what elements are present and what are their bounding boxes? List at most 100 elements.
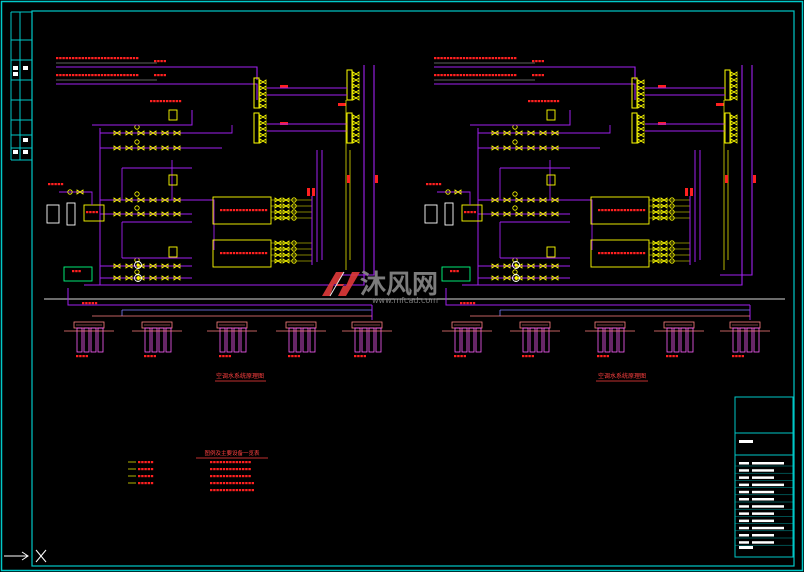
coil-element (680, 327, 687, 353)
coil-element (151, 327, 158, 353)
annotation-glyph (626, 252, 630, 255)
annotation-glyph (51, 183, 54, 186)
valve-icon (274, 209, 282, 215)
equipment-box (168, 174, 178, 186)
valve-icon (637, 132, 645, 138)
valve-icon (730, 71, 738, 77)
valve-icon (660, 252, 668, 258)
annotation-glyph (222, 355, 225, 358)
valve-icon (652, 197, 660, 203)
annotation-glyph (528, 355, 531, 358)
annotation-glyph (544, 100, 547, 103)
red-tag-mark (658, 85, 666, 88)
annotation-glyph (434, 57, 437, 60)
annotation-glyph (601, 209, 604, 212)
annotation-glyph (150, 468, 154, 471)
coil-element (226, 327, 233, 353)
annotation-glyph (129, 57, 132, 60)
valve-icon (730, 77, 738, 83)
annotation-glyph (466, 74, 469, 77)
title-block-text (752, 505, 784, 508)
annotation-glyph (85, 355, 88, 358)
annotation-glyph (116, 57, 120, 60)
annotation-glyph (238, 461, 242, 464)
red-tag-mark (347, 175, 350, 183)
annotation-glyph (159, 100, 162, 103)
annotation-glyph (116, 74, 120, 77)
valve-icon (539, 211, 547, 217)
valve-icon (113, 145, 121, 151)
valve-icon (76, 189, 84, 195)
annotation-glyph (666, 355, 669, 358)
equipment-box (212, 239, 272, 268)
valve-icon (730, 126, 738, 132)
valve-icon (113, 197, 121, 203)
annotation-glyph (216, 482, 219, 485)
coil-element (732, 327, 739, 353)
annotation-glyph (473, 211, 476, 214)
pipe-line (462, 65, 743, 286)
red-tag-mark (338, 103, 346, 106)
annotation-glyph (136, 57, 139, 60)
pipe-line (56, 66, 258, 80)
annotation-glyph (210, 482, 213, 485)
manifold-header (346, 112, 353, 144)
annotation-glyph (633, 252, 636, 255)
red-tag-mark (690, 188, 693, 196)
annotation-glyph (153, 100, 156, 103)
valve-icon (637, 97, 645, 103)
water-tank (424, 204, 438, 224)
annotation-glyph (507, 74, 510, 77)
annotation-glyph (232, 468, 235, 471)
legend-title: 图例及主要设备一览表 (204, 449, 260, 457)
coil-element (543, 327, 550, 353)
annotation-glyph (236, 209, 239, 212)
annotation-glyph (623, 209, 626, 212)
annotation-glyph (225, 355, 228, 358)
annotation-glyph (129, 74, 132, 77)
coil-element (746, 327, 753, 353)
annotation-glyph (738, 355, 741, 358)
annotation-glyph (229, 475, 232, 478)
annotation-glyph (258, 252, 261, 255)
annotation-glyph (252, 209, 255, 212)
valve-icon (113, 211, 121, 217)
annotation-glyph (160, 74, 163, 77)
annotation-glyph (242, 468, 245, 471)
annotation-glyph (82, 302, 85, 305)
annotation-glyph (472, 302, 476, 305)
valve-icon (352, 89, 360, 95)
annotation-glyph (504, 57, 507, 60)
title-block-text (752, 462, 784, 465)
coil-element (597, 327, 604, 353)
annotation-glyph (540, 100, 544, 103)
valve-icon (161, 197, 169, 203)
title-block-text (752, 469, 774, 472)
pipe-line (192, 125, 233, 134)
annotation-glyph (144, 482, 147, 485)
annotation-glyph (219, 482, 222, 485)
equipment-box (212, 196, 272, 225)
annotation-glyph (236, 252, 239, 255)
annotation-glyph (75, 74, 78, 77)
equipment-box (590, 239, 650, 268)
annotation-glyph (150, 482, 154, 485)
coil-element (240, 327, 247, 353)
annotation-glyph (456, 57, 459, 60)
annotation-glyph (450, 74, 453, 77)
watermark-text: 沐风网 (360, 270, 438, 300)
annotation-glyph (91, 302, 94, 305)
annotation-glyph (235, 482, 238, 485)
valve-icon (125, 275, 133, 281)
annotation-glyph (475, 74, 478, 77)
title-block-text (752, 512, 774, 515)
equipment-box (168, 109, 178, 121)
annotation-glyph (157, 60, 160, 63)
equipment-box (546, 174, 556, 186)
annotation-glyph (104, 57, 107, 60)
title-block (734, 396, 794, 558)
annotation-glyph (636, 209, 639, 212)
valve-icon (282, 197, 290, 203)
annotation-glyph (457, 355, 460, 358)
annotation-glyph (239, 252, 242, 255)
